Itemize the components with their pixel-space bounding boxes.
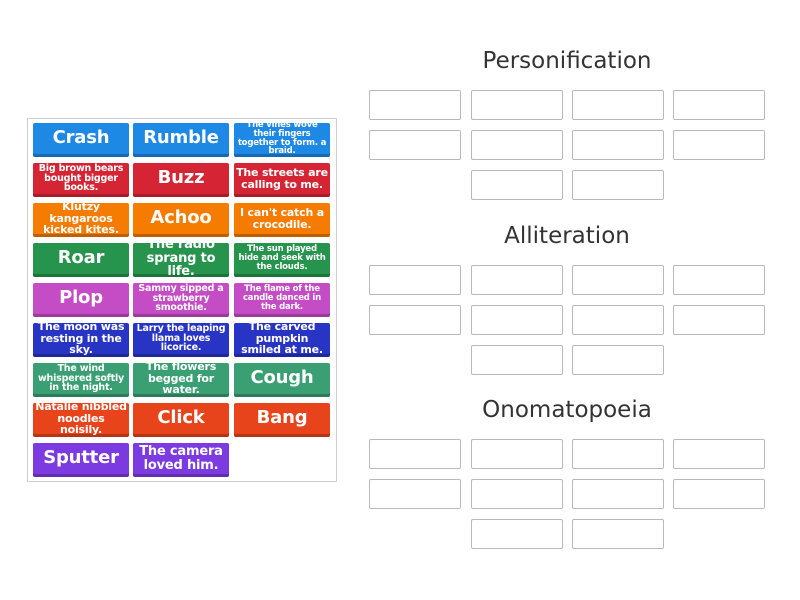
answer-tile[interactable]: Plop [33, 283, 129, 317]
answer-tile-label: The wind whispered softly in the night. [37, 362, 125, 394]
drop-slot[interactable] [572, 265, 664, 295]
drop-slot[interactable] [572, 439, 664, 469]
answer-tile[interactable]: Big brown bears bought bigger books. [33, 163, 129, 197]
drop-slot[interactable] [471, 305, 563, 335]
answer-tile-label: Natalie nibbled noodles noisily. [35, 400, 127, 437]
answer-tile[interactable]: Crash [33, 123, 129, 157]
drop-slot[interactable] [572, 305, 664, 335]
answer-tile-label: Big brown bears bought bigger books. [38, 162, 124, 194]
group-title-alliteration: Alliteration [504, 223, 630, 249]
answer-tile-label: Achoo [150, 207, 212, 229]
answer-tile-label: The vines wove their fingers together to… [237, 119, 327, 157]
drop-slot[interactable] [369, 90, 461, 120]
answer-tile[interactable]: The streets are calling to me. [234, 163, 330, 197]
answer-tile[interactable]: Click [133, 403, 229, 437]
answer-tile[interactable]: The radio sprang to life. [133, 238, 229, 279]
answer-tile[interactable]: The flowers begged for water. [133, 360, 229, 397]
answer-tile[interactable]: The flame of the candle danced in the da… [234, 283, 330, 317]
answer-tile-label: The sun played hide and seek with the cl… [238, 244, 326, 272]
answer-tile-label: Bang [256, 407, 308, 429]
answer-tile-label: Rumble [143, 127, 219, 149]
answer-tile[interactable]: Achoo [133, 203, 229, 237]
answer-tile[interactable]: Roar [33, 243, 129, 277]
answer-tile-label: Click [157, 407, 205, 429]
answer-tile[interactable]: Sammy sipped a strawberry smoothie. [133, 283, 229, 317]
answer-tile[interactable]: The moon was resting in the sky. [33, 320, 129, 357]
answer-tile[interactable]: The sun played hide and seek with the cl… [234, 243, 330, 277]
answer-tile-label: Plop [59, 287, 103, 309]
answer-tile[interactable]: Bang [234, 403, 330, 437]
tile-bank: Crash Rumble The vines wove their fingers … [27, 118, 337, 482]
answer-tile-label: The camera loved him. [139, 443, 223, 473]
answer-tile-label: The radio sprang to life. [146, 237, 216, 280]
drop-slot[interactable] [673, 439, 765, 469]
answer-tile[interactable]: I can't catch a crocodile. [234, 203, 330, 237]
answer-tile[interactable]: The wind whispered softly in the night. [33, 363, 129, 397]
answer-tile[interactable]: Sputter [33, 443, 129, 477]
drop-slot[interactable] [369, 479, 461, 509]
drop-slot[interactable] [673, 90, 765, 120]
drop-slot[interactable] [471, 265, 563, 295]
answer-tile-label: The flame of the candle danced in the da… [242, 284, 322, 312]
drop-slot[interactable] [471, 130, 563, 160]
drop-slot[interactable] [471, 479, 563, 509]
answer-tile-label: The flowers begged for water. [145, 360, 217, 397]
answer-tile-label: Larry the leaping llama loves licorice. [136, 322, 226, 354]
answer-tile[interactable]: Larry the leaping llama loves licorice. [133, 323, 229, 357]
answer-tile-label: I can't catch a crocodile. [240, 205, 324, 231]
drop-slot[interactable] [471, 439, 563, 469]
answer-tile[interactable]: Rumble [133, 123, 229, 157]
answer-tile-label: The moon was resting in the sky. [37, 320, 125, 357]
drop-slot[interactable] [572, 519, 664, 549]
drop-slot[interactable] [673, 479, 765, 509]
answer-tile-label: Sputter [43, 447, 119, 469]
answer-tile-label: The streets are calling to me. [236, 165, 328, 191]
drop-slot[interactable] [673, 265, 765, 295]
answer-tile[interactable]: The carved pumpkin smiled at me. [234, 320, 330, 357]
answer-tile-label: Klutzy kangaroos kicked kites. [43, 200, 119, 237]
answer-tile[interactable]: The vines wove their fingers together to… [234, 119, 330, 157]
drop-slot[interactable] [572, 130, 664, 160]
answer-tile-label: Cough [250, 367, 314, 389]
answer-tile[interactable]: The camera loved him. [133, 443, 229, 477]
drop-slot[interactable] [471, 519, 563, 549]
answer-tile[interactable]: Cough [234, 363, 330, 397]
answer-tile-label: Buzz [157, 167, 205, 189]
drop-slot[interactable] [471, 345, 563, 375]
group-title-personification: Personification [482, 48, 652, 74]
drop-slot[interactable] [471, 170, 563, 200]
drop-slot[interactable] [369, 439, 461, 469]
drop-slot[interactable] [673, 130, 765, 160]
answer-tile-label: Roar [57, 247, 105, 269]
drop-slot[interactable] [369, 130, 461, 160]
drop-slot[interactable] [572, 170, 664, 200]
answer-tile-label: Crash [52, 127, 110, 149]
answer-tile[interactable]: Buzz [133, 163, 229, 197]
drop-slot[interactable] [673, 305, 765, 335]
group-title-onomatopoeia: Onomatopoeia [482, 397, 652, 423]
answer-tile-label: Sammy sipped a strawberry smoothie. [138, 282, 224, 314]
drop-slot[interactable] [369, 305, 461, 335]
drop-slot[interactable] [572, 479, 664, 509]
drop-slot[interactable] [369, 265, 461, 295]
drop-slot[interactable] [572, 345, 664, 375]
answer-tile-label: The carved pumpkin smiled at me. [241, 320, 323, 357]
answer-tile[interactable]: Natalie nibbled noodles noisily. [33, 400, 129, 437]
drop-slot[interactable] [572, 90, 664, 120]
drop-slot[interactable] [471, 90, 563, 120]
answer-tile[interactable]: Klutzy kangaroos kicked kites. [33, 200, 129, 237]
